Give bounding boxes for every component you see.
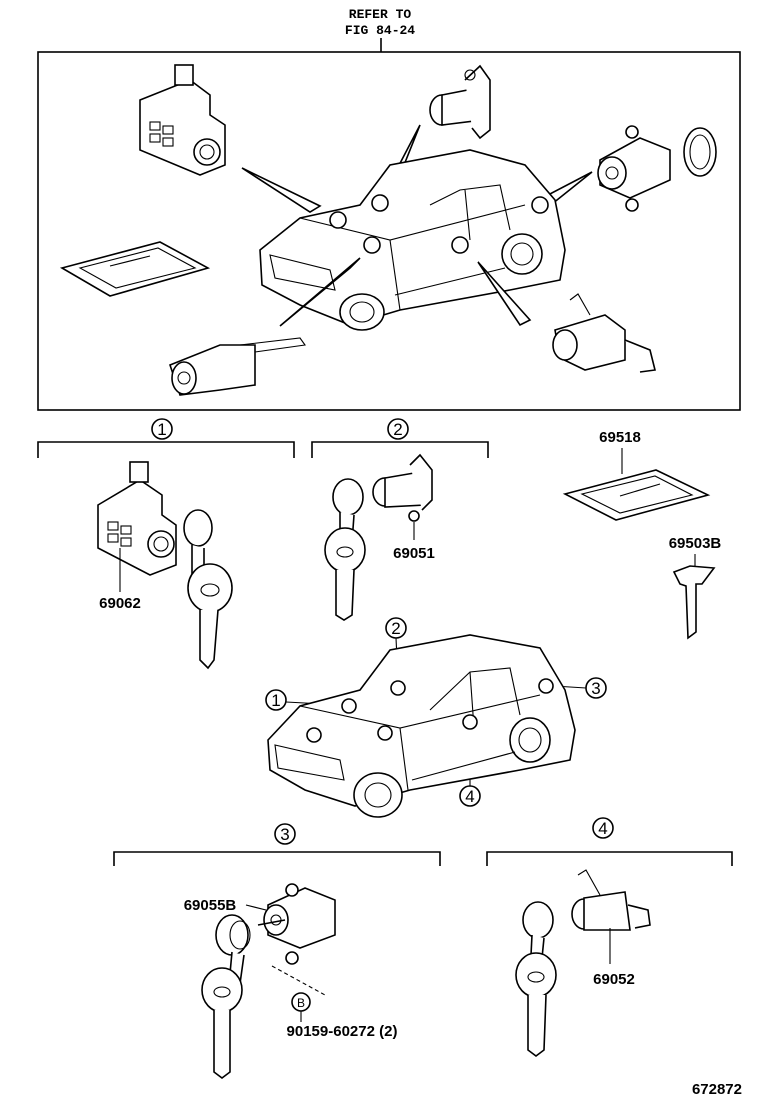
refer-fig-label: FIG 84-24 <box>345 23 415 38</box>
overview-door-lock-lower <box>552 293 656 373</box>
screw-dash-line <box>271 965 326 996</box>
vehicle-callout-1 <box>265 689 287 711</box>
overview-door-lock-top <box>429 64 491 140</box>
group-3-bracket <box>113 851 441 866</box>
overview-ignition-cylinder <box>169 337 306 396</box>
vehicle-callout-4-number: 4 <box>465 787 474 806</box>
group-2-badge <box>387 418 409 440</box>
part-label-69062: 69062 <box>99 595 141 612</box>
leader-69055B <box>245 904 267 911</box>
overview-back-door-lock <box>597 125 717 212</box>
overview-frame <box>37 51 741 411</box>
ignition-lock-assembly <box>97 461 233 670</box>
vehicle-callout-3-number: 3 <box>591 679 600 698</box>
part-label-69051: 69051 <box>393 545 435 562</box>
group-1-bracket <box>37 441 295 458</box>
arrow-ignition-cylinder <box>279 257 361 327</box>
screw-ref-letter: B <box>297 996 305 1010</box>
refer-to-label: REFER TO <box>349 7 412 22</box>
part-label-69518: 69518 <box>599 429 641 446</box>
back-door-lock-assembly <box>201 883 336 1079</box>
group-1-number: 1 <box>157 420 166 439</box>
door-lock-front-assembly <box>324 453 433 621</box>
group-4-badge <box>592 817 614 839</box>
center-vehicle <box>267 634 576 818</box>
group-1-badge <box>151 418 173 440</box>
group-2-bracket <box>311 441 489 458</box>
group-4-bracket <box>486 851 733 866</box>
overview-key-plate <box>59 241 211 297</box>
vehicle-callout-2-number: 2 <box>391 619 400 638</box>
arrow-door-lower <box>477 261 532 327</box>
part-label-90159: 90159-60272 (2) <box>287 1023 398 1040</box>
part-label-69052: 69052 <box>593 971 635 988</box>
arrow-ignition <box>241 167 322 213</box>
door-lock-rear-assembly <box>515 869 651 1057</box>
blank-key <box>672 565 716 640</box>
figure-id: 672872 <box>692 1081 742 1098</box>
group-3-number: 3 <box>280 825 289 844</box>
overview-vehicle <box>259 149 566 331</box>
overview-ignition-lock <box>139 64 226 176</box>
part-label-69503B: 69503B <box>669 535 722 552</box>
part-label-69055B: 69055B <box>184 897 237 914</box>
key-plate <box>562 469 711 521</box>
group-4-number: 4 <box>598 819 607 838</box>
group-3-badge <box>274 823 296 845</box>
vehicle-callout-1-number: 1 <box>271 691 280 710</box>
group-2-number: 2 <box>393 420 402 439</box>
